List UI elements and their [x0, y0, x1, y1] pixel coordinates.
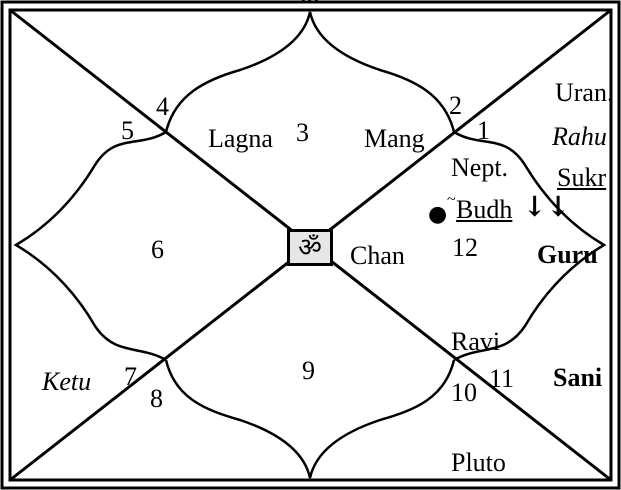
house-number-10: 10	[451, 378, 477, 407]
house-number-12: 12	[452, 233, 478, 262]
house-number-8: 8	[150, 384, 163, 413]
budh-wave-mark: ~	[447, 191, 456, 208]
house-number-11: 11	[489, 364, 515, 393]
planet-chan: Chan	[350, 241, 405, 270]
planet-lagna: Lagna	[208, 124, 273, 153]
header-clip-text: ...	[300, 0, 320, 4]
header-clip: ...	[0, 0, 621, 4]
petal-bottom	[164, 359, 456, 479]
center-symbol: ॐ	[298, 232, 322, 263]
planet-ravi: Ravi	[451, 327, 501, 356]
planet-nept: Nept.	[451, 153, 509, 182]
house-number-6: 6	[151, 235, 164, 264]
inner-border	[8, 8, 613, 482]
om-icon: ॐ	[287, 229, 333, 266]
planet-budh: Budh	[456, 195, 513, 224]
house-number-4: 4	[156, 92, 169, 121]
house-number-1: 1	[477, 116, 490, 145]
planet-sani: Sani	[553, 363, 603, 392]
planet-uran: Uran.	[555, 78, 614, 107]
house-number-5: 5	[121, 116, 134, 145]
budh-dot-icon: ●	[428, 202, 448, 227]
planet-guru: Guru	[537, 240, 598, 269]
planet-ketu: Ketu	[42, 367, 92, 396]
petal-left	[13, 130, 167, 362]
planet-pluto: Pluto	[451, 448, 506, 477]
house-number-9: 9	[302, 356, 315, 385]
petal-top	[164, 11, 456, 133]
planet-mang: Mang	[364, 124, 425, 153]
house-number-3: 3	[296, 118, 309, 147]
planet-rahu: Rahu	[552, 122, 607, 151]
petal-right	[453, 130, 607, 362]
budh-arrows-icon: ↓↓	[523, 190, 570, 223]
house-number-7: 7	[124, 362, 137, 391]
house-number-2: 2	[449, 91, 462, 120]
planet-sukr: Sukr	[557, 163, 607, 192]
